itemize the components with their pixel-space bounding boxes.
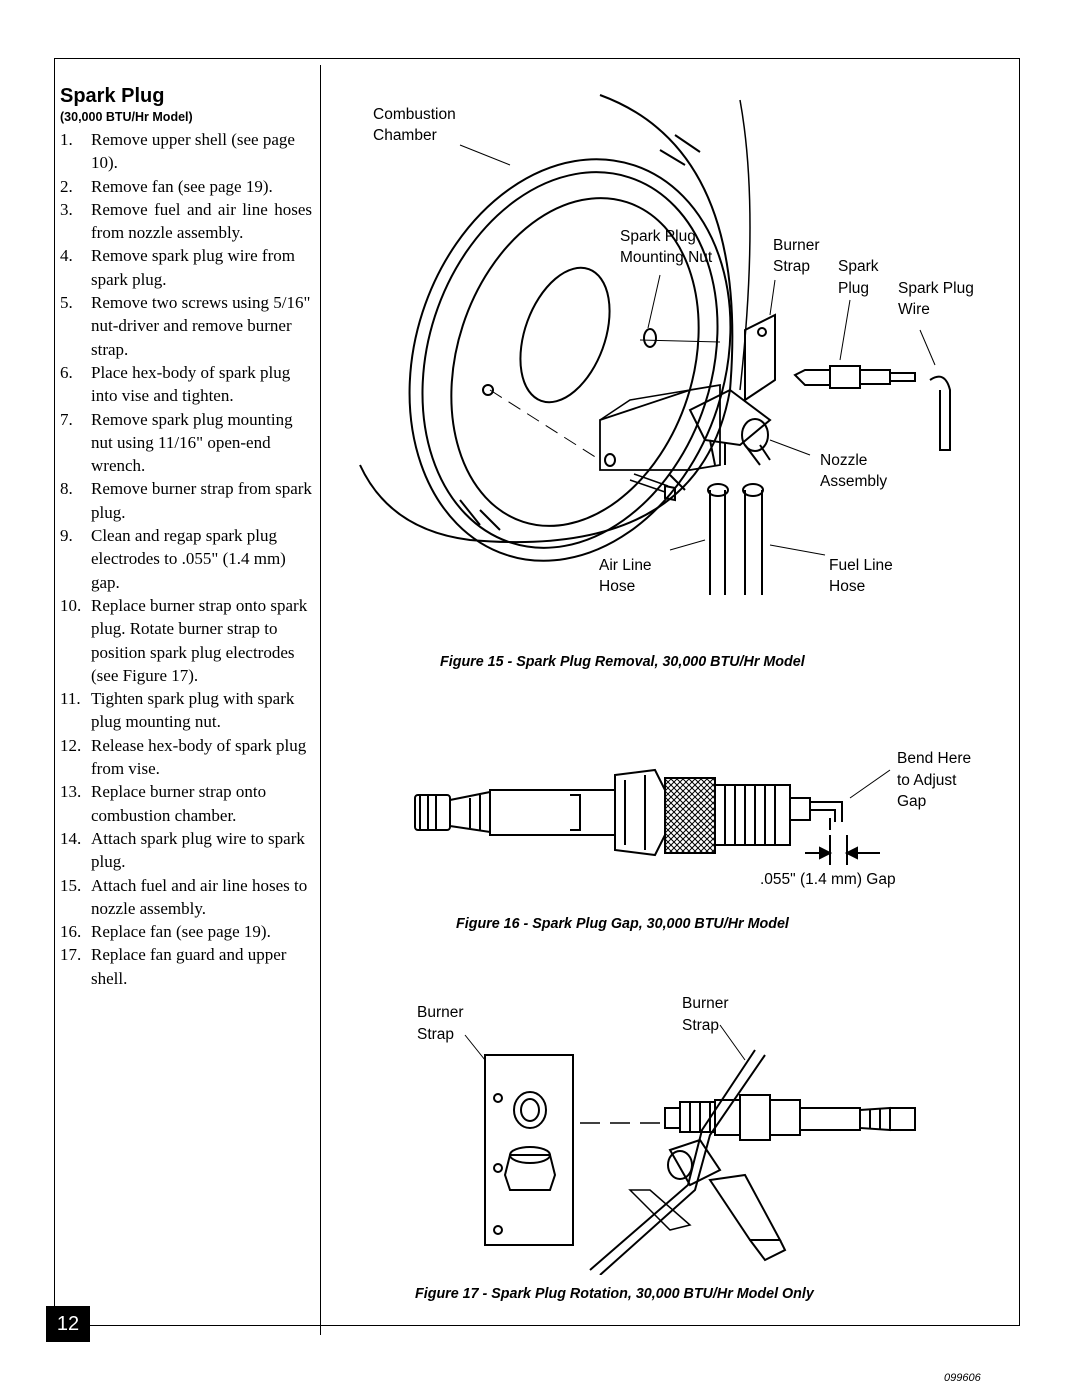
svg-text:Assembly: Assembly — [820, 473, 887, 490]
label-nozzle-assembly: Nozzle — [820, 452, 867, 469]
label-fuel-line-hose: Fuel Line — [829, 557, 893, 574]
list-item: 9.Clean and regap spark plug electrodes … — [60, 526, 286, 592]
svg-text:to Adjust: to Adjust — [897, 772, 957, 789]
svg-text:Gap: Gap — [897, 793, 926, 810]
list-item: 17.Replace fan guard and upper shell. — [60, 945, 287, 988]
list-item: 16.Replace fan (see page 19). — [60, 922, 271, 942]
svg-text:Strap: Strap — [773, 258, 810, 275]
list-item: 7.Remove spark plug mounting nut using 1… — [60, 409, 293, 476]
label-mounting-nut: Spark Plug — [620, 228, 696, 245]
label-spark-plug-wire: Spark Plug — [898, 280, 974, 297]
list-item: 11.Tighten spark plug with spark plug mo… — [60, 689, 295, 732]
label-combustion-chamber: Combustion — [373, 106, 456, 123]
label-bend-here: Bend Here — [897, 750, 971, 767]
figure-16-caption: Figure 16 - Spark Plug Gap, 30,000 BTU/H… — [456, 916, 789, 932]
list-item: 12.Release hex-body of spark plug from v… — [60, 735, 307, 779]
list-item: 2.Remove fan (see page 19). — [60, 176, 273, 196]
figure-16-diagram: Bend Here to Adjust Gap .055" (1.4 mm) G… — [414, 750, 971, 888]
document-number: 099606 — [944, 1372, 981, 1384]
instructions-column: Spark Plug (30,000 BTU/Hr Model) 1.Remov… — [60, 84, 312, 990]
svg-text:Hose: Hose — [599, 578, 635, 595]
page-frame — [54, 58, 1020, 1326]
svg-text:Strap: Strap — [682, 1017, 719, 1034]
label-burner-strap-left: Burner — [417, 1004, 464, 1021]
list-item: 13.Replace burner strap onto combustion … — [60, 782, 267, 825]
svg-text:Strap: Strap — [417, 1026, 454, 1043]
page-number: 12 — [46, 1306, 90, 1342]
svg-text:Hose: Hose — [829, 578, 865, 595]
steps-list: 1.Remove upper shell (see page 10). 2.Re… — [60, 128, 312, 990]
list-item: 14.Attach spark plug wire to spark plug. — [60, 828, 305, 872]
figure-17-diagram: Burner Strap Burner Strap — [417, 995, 916, 1275]
section-title: Spark Plug — [60, 85, 165, 107]
list-item: 8.Remove burner strap from spark plug. — [60, 479, 312, 522]
list-item: 6.Place hex-body of spark plug into vise… — [60, 362, 291, 406]
label-gap: .055" (1.4 mm) Gap — [760, 871, 896, 888]
list-item: 5.Remove two screws using 5/16" nut-driv… — [60, 293, 311, 359]
svg-text:Chamber: Chamber — [373, 127, 437, 144]
list-item: 3.Remove fuel and air line hoses from no… — [60, 199, 312, 243]
svg-text:Plug: Plug — [838, 280, 869, 297]
label-burner-strap-right: Burner — [682, 995, 729, 1012]
list-item: 4.Remove spark plug wire from spark plug… — [60, 246, 295, 289]
svg-text:Wire: Wire — [898, 301, 930, 318]
list-item: 15.Attach fuel and air line hoses to noz… — [60, 875, 308, 918]
section-subtitle: (30,000 BTU/Hr Model) — [60, 110, 193, 124]
figure-15-diagram: Combustion Chamber Spark Plug Mounting N… — [359, 94, 974, 595]
svg-text:Mounting Nut: Mounting Nut — [620, 249, 713, 266]
label-burner-strap: Burner — [773, 237, 820, 254]
column-divider — [320, 65, 321, 1335]
label-spark-plug: Spark — [838, 258, 879, 275]
label-air-line-hose: Air Line — [599, 557, 652, 574]
figure-15-caption: Figure 15 - Spark Plug Removal, 30,000 B… — [440, 654, 805, 670]
figure-17-caption: Figure 17 - Spark Plug Rotation, 30,000 … — [415, 1286, 814, 1302]
list-item: 1.Remove upper shell (see page 10). — [60, 130, 295, 173]
list-item: 10.Replace burner strap onto spark plug.… — [60, 595, 308, 685]
